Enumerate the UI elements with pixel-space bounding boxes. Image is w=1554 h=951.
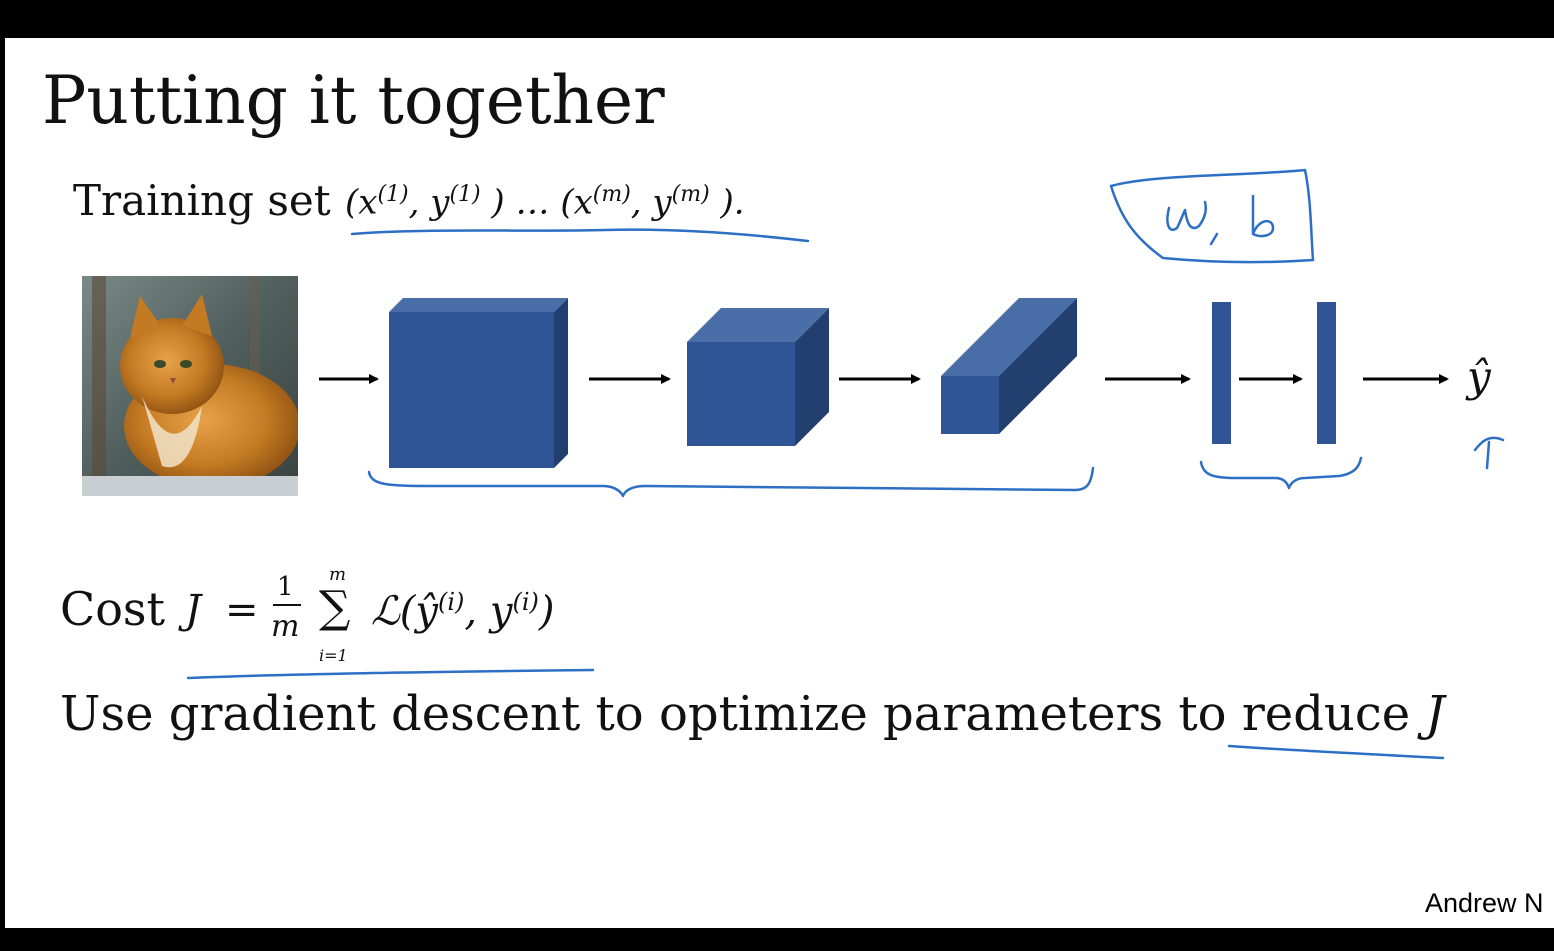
slide-title: Putting it together (42, 62, 665, 139)
author-credit: Andrew N (1425, 888, 1544, 918)
top-letterbox-bar (0, 0, 1554, 38)
fc-layer-2 (1317, 302, 1336, 444)
sum-upper-limit: m (329, 564, 347, 585)
gradient-text: Use gradient descent to optimize paramet… (60, 686, 1426, 742)
bottom-letterbox-bar (0, 928, 1554, 951)
cost-equals: = (225, 587, 259, 633)
gradient-descent-statement: Use gradient descent to optimize paramet… (60, 690, 1445, 738)
cost-label: Cost (60, 582, 165, 636)
output-yhat: ŷ (1467, 352, 1491, 401)
cost-fraction-bar (273, 604, 301, 606)
omega-stroke (1166, 200, 1207, 231)
comma-stroke (1209, 232, 1219, 246)
training-set-label: Training set (73, 176, 331, 225)
network-diagram (186, 168, 1505, 760)
training-set-tuples: (x(1), y(1) ) … (x(m), y(m) ). (345, 182, 745, 223)
cost-fraction-denominator: m (271, 609, 300, 644)
training-set-underline (350, 228, 810, 243)
conv-block-2 (687, 308, 829, 446)
conv-layers-brace (367, 466, 1095, 498)
fc-layers-brace (1199, 456, 1363, 490)
cost-j-symbol: J (185, 587, 202, 633)
loss-term: ℒ(ŷ(i), y(i)) (371, 588, 555, 635)
conv-block-3 (941, 298, 1077, 434)
sum-lower-limit: i=1 (319, 646, 348, 665)
cost-underline (186, 668, 595, 680)
reduce-j-underline (1227, 744, 1445, 760)
cost-fraction-numerator: 1 (277, 572, 294, 602)
cat-photo (82, 276, 298, 496)
sum-symbol: ∑ (319, 582, 351, 633)
b-stroke (1251, 194, 1275, 238)
gradient-j-symbol: J (1425, 686, 1445, 742)
output-arrow-mark (1473, 436, 1505, 470)
fc-layer-1 (1212, 302, 1231, 444)
lecture-slide: Putting it together Training set (x(1), … (5, 38, 1554, 928)
params-box (1109, 168, 1315, 264)
conv-block-1 (389, 298, 568, 468)
cost-formula: J = 1 m m ∑ i=1 ℒ(ŷ(i), y(i)) (185, 566, 625, 676)
